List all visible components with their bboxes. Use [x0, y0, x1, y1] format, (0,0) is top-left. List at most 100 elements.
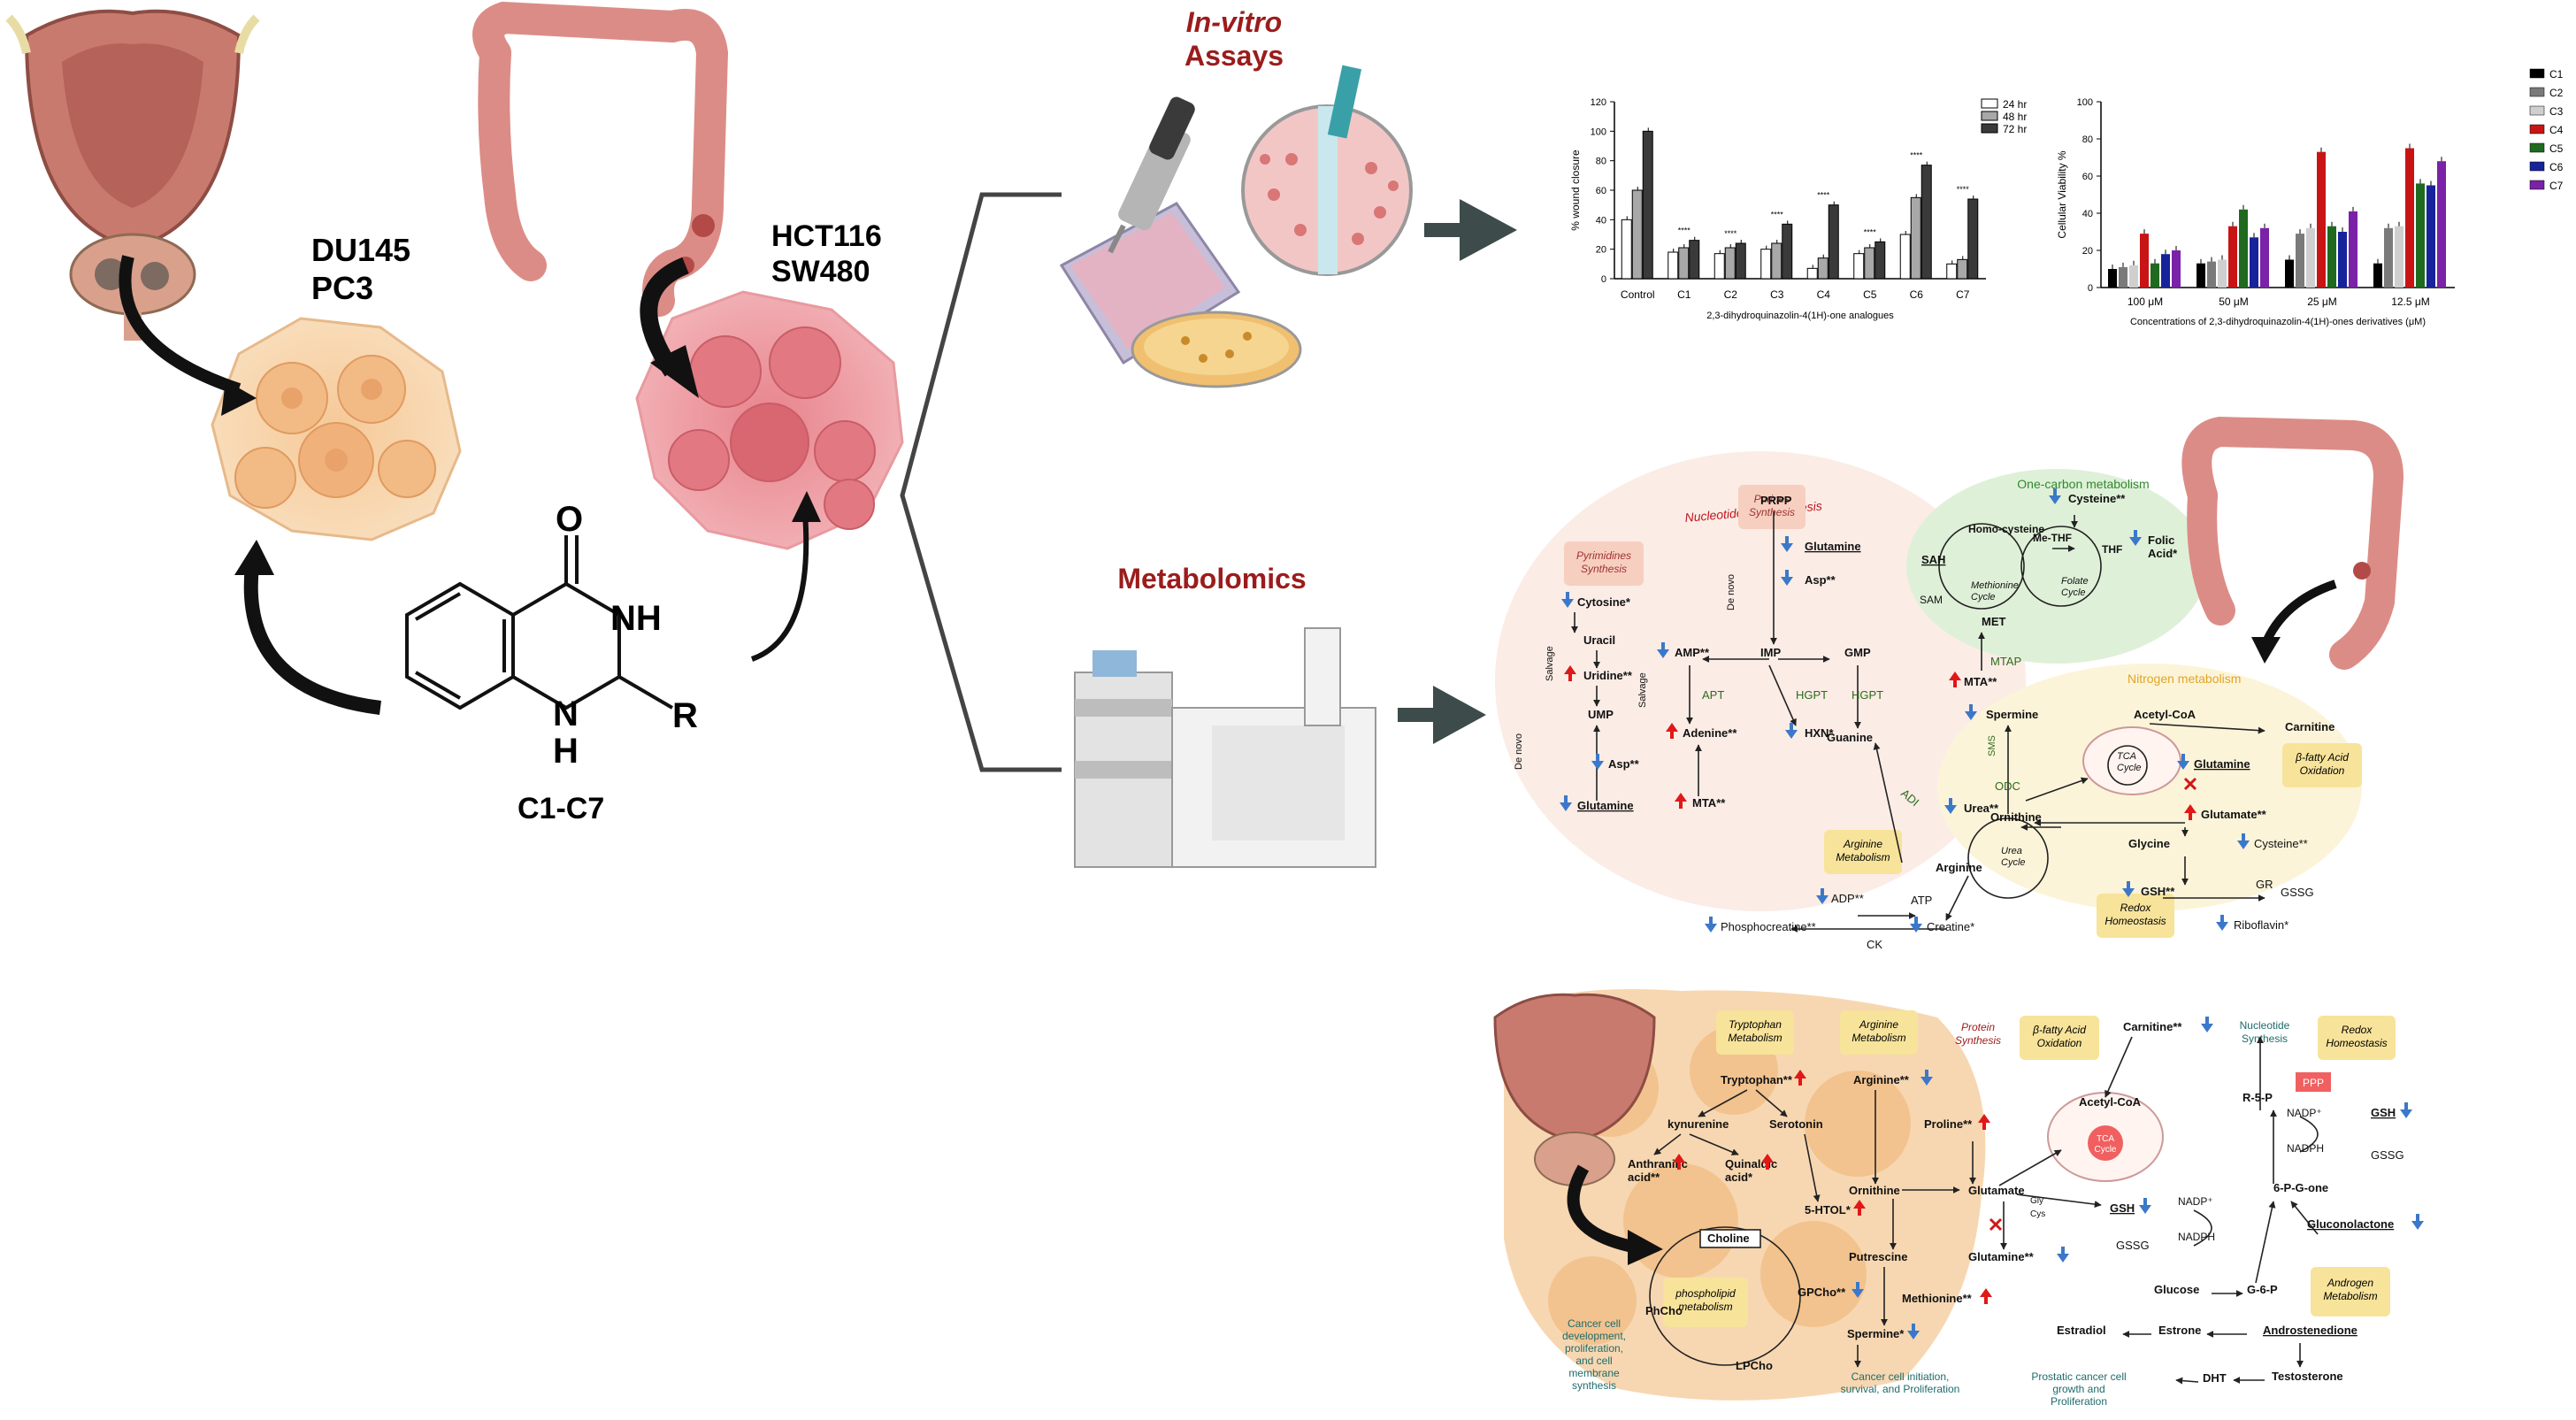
node-gssg: GSSG [2281, 886, 2314, 899]
node-pg6: 6-P-G-one [2273, 1181, 2328, 1194]
node-dht: DHT [2203, 1371, 2227, 1385]
node-gsh: GSH** [2141, 885, 2175, 898]
bar-C5-25 μM [2327, 226, 2336, 288]
pathway-arrow [1873, 742, 1903, 864]
x-tick-label: C7 [1956, 288, 1970, 301]
lc-ms-instrument-illustration [1074, 627, 1376, 868]
bar-48hr-C6 [1910, 196, 1921, 280]
node-cysteine-top: Cysteine** [2068, 492, 2126, 505]
node-g6p: G-6-P [2247, 1283, 2278, 1296]
bar-24hr-C2 [1714, 253, 1725, 280]
pathway-arrow [2175, 1377, 2199, 1385]
x-axis-label: 2,3-dihydroquinazolin-4(1H)-one analogue… [1706, 311, 1894, 321]
legend-label: C5 [2549, 142, 2564, 155]
y-tick-label: 20 [2082, 246, 2093, 257]
node-salvage-p: Salvage [1637, 672, 1648, 708]
bar-C2-25 μM [2296, 234, 2304, 288]
node-glutamate: Glutamate** [2201, 808, 2267, 821]
folate-cycle-ring [2020, 526, 2102, 607]
decrease-arrow-icon [1944, 798, 1957, 814]
bar-72hr-C5 [1874, 241, 1886, 280]
significance-marker: **** [1817, 191, 1830, 200]
decrease-arrow-icon [1561, 592, 1574, 608]
node-arginine: Arginine [1936, 861, 1982, 874]
bar-24hr-C5 [1853, 253, 1865, 280]
purines-box [1738, 485, 1806, 529]
node-glutamine: Glutamine** [1968, 1250, 2035, 1263]
redox-box-prostate [2318, 1016, 2396, 1060]
bar-C5-12.5 μM [2416, 183, 2425, 288]
node-gsh-r: GSH [2371, 1106, 2396, 1119]
x-tick-label: 25 μM [2307, 296, 2337, 308]
quinazolinone-structure [405, 535, 674, 710]
legend-swatch [2529, 87, 2545, 97]
node-cysteine-n: Cysteine** [2254, 837, 2308, 850]
increase-arrow-icon [1853, 1200, 1866, 1216]
decrease-arrow-icon [2216, 915, 2228, 931]
node-sms: SMS [1987, 735, 1997, 756]
node-gssg-r: GSSG [2371, 1148, 2404, 1162]
y-axis-label: Cellular Viability % [2056, 150, 2068, 238]
bfa-box-colon [2282, 743, 2362, 787]
invitro-arrow [1460, 199, 1517, 261]
bar-C3-12.5 μM [2395, 226, 2404, 288]
y-tick-label: 80 [2082, 134, 2093, 145]
phospholipid-box [1663, 1278, 1748, 1327]
legend-swatch [2529, 161, 2545, 172]
increase-arrow-icon [1761, 1154, 1774, 1170]
node-hxn: HXN* [1805, 726, 1834, 740]
increase-arrow-icon [2184, 804, 2196, 820]
node-adp: ADP** [1831, 892, 1864, 905]
bar-48hr-Control [1631, 189, 1643, 280]
legend-swatch [1981, 111, 1998, 121]
node-mtap: MTAP [1990, 655, 2021, 668]
decrease-arrow-icon [2201, 1017, 2213, 1032]
invitro-title: In-vitro [1186, 6, 1282, 38]
node-amp: AMP** [1675, 646, 1710, 659]
node-met: MET [1982, 615, 2006, 628]
node-choline: Choline [1707, 1232, 1750, 1245]
pathway-arrow [1998, 1149, 2062, 1186]
node-gpcho: GPCho** [1798, 1286, 1846, 1299]
node-hgpt1: HGPT [1796, 688, 1828, 702]
node-phcho: PhCho [1645, 1304, 1683, 1317]
node-estradiol: Estradiol [2057, 1324, 2106, 1337]
arrow-prostate-to-cells [119, 255, 242, 395]
node-thf: THF [2102, 543, 2122, 556]
node-r5p: R-5-P [2242, 1091, 2273, 1104]
pathway-arrow [1755, 1089, 1788, 1117]
decrease-arrow-icon [2057, 1247, 2069, 1263]
nitrogen-title: Nitrogen metabolism [2128, 672, 2241, 686]
y-tick-label: 60 [1596, 186, 1606, 196]
colon-tumor-cells [635, 290, 904, 550]
metabolomics-arrow [1433, 686, 1486, 744]
node-asp-y: Asp** [1608, 757, 1640, 771]
arginine-box-colon [1824, 830, 1902, 874]
bar-24hr-C6 [1899, 234, 1911, 280]
bar-C7-50 μM [2260, 227, 2269, 288]
node-testosterone: Testosterone [2272, 1370, 2343, 1383]
node-creatine: Creatine* [1927, 920, 1974, 933]
legend-label: C1 [2549, 68, 2564, 81]
bar-C3-50 μM [2218, 259, 2227, 288]
y-tick-label: 20 [1596, 245, 1606, 256]
decrease-arrow-icon [2139, 1198, 2151, 1214]
inhibition-x-icon [2183, 777, 2197, 791]
metabolomics-title: Metabolomics [1117, 563, 1306, 595]
node-prpp: PRPP [1760, 494, 1792, 507]
bar-C2-50 μM [2207, 261, 2216, 288]
ppp-badge [2296, 1072, 2331, 1092]
y-tick-label: 0 [2088, 283, 2093, 294]
x-axis-label: Concentrations of 2,3-dihydroquinazolin-… [2130, 317, 2426, 327]
bar-C6-12.5 μM [2426, 185, 2435, 288]
colon-cell-line-1: HCT116 [771, 219, 882, 253]
bar-48hr-C1 [1678, 247, 1690, 280]
